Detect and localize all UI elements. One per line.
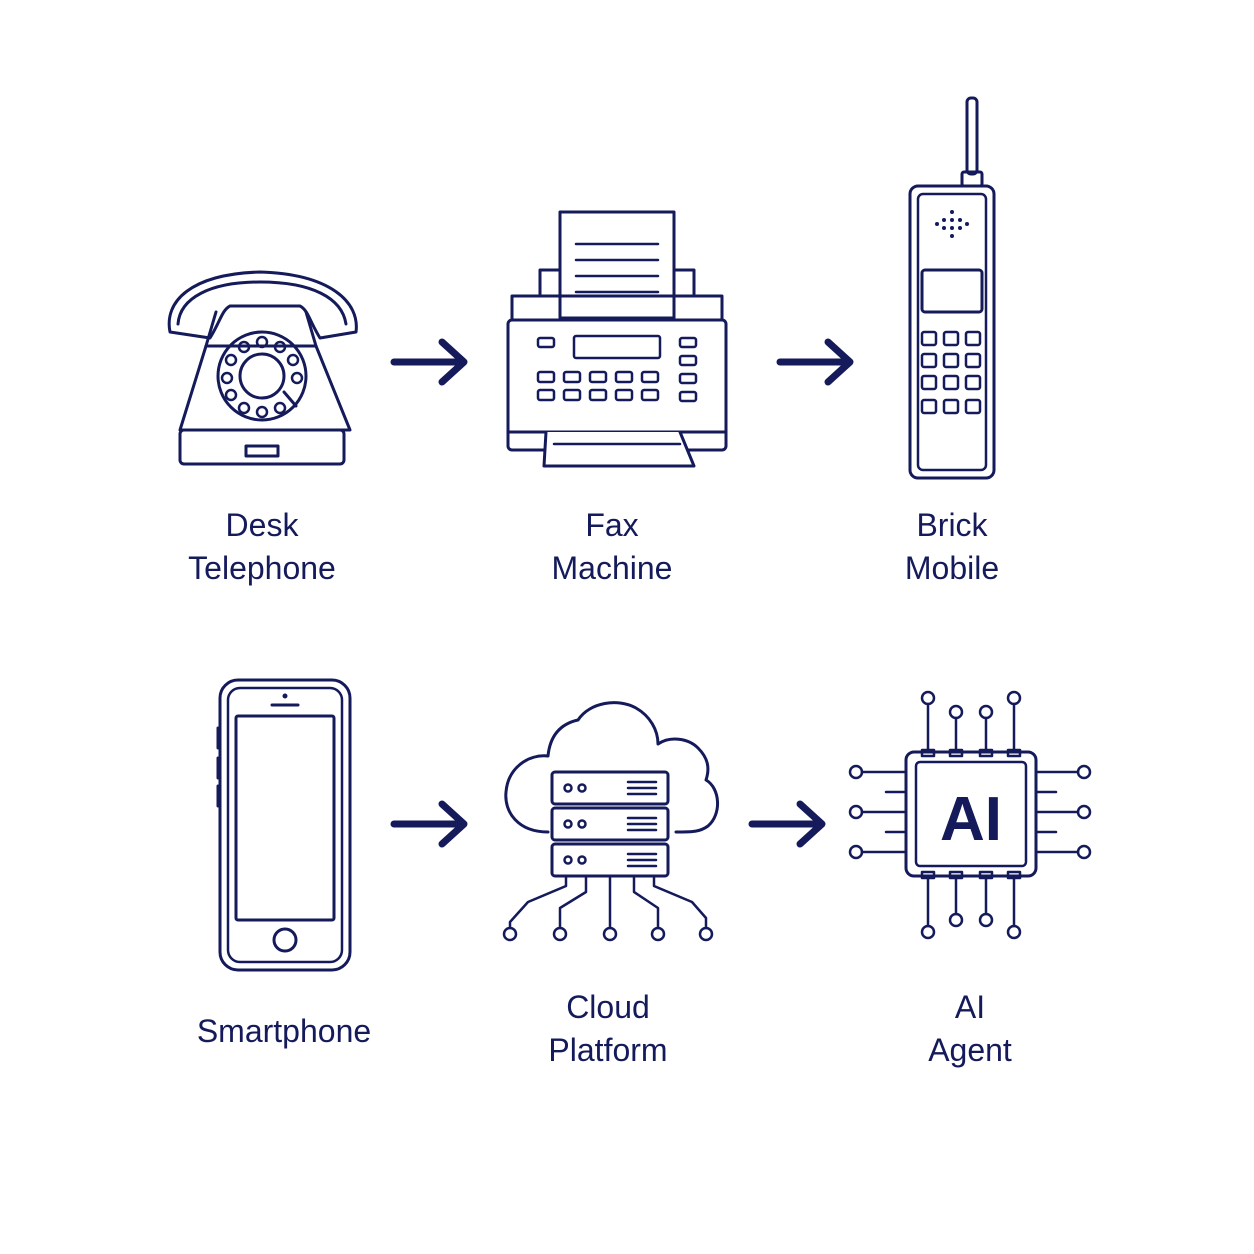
arrow-right-icon (776, 338, 854, 386)
chip-label: AI (940, 785, 1002, 854)
arrow-right-icon (748, 800, 826, 848)
arrow-right-icon (390, 338, 468, 386)
stage-label-cloud-platform: Cloud Platform (548, 989, 668, 1068)
rotary-telephone-icon (167, 270, 358, 466)
fax-machine-icon (506, 210, 728, 468)
arrow-right-icon (390, 800, 468, 848)
brick-mobile-phone-icon (908, 96, 996, 480)
stage-label-brick-mobile: Brick Mobile (904, 507, 1000, 586)
stage-label-desk-telephone: Desk Telephone (188, 507, 336, 586)
stage-label-fax-machine: Fax Machine (551, 507, 673, 586)
smartphone-icon (216, 678, 352, 972)
stage-label-smartphone: Smartphone (196, 1013, 372, 1049)
ai-chip-icon: AI (848, 690, 1092, 940)
stage-label-ai-agent: AI Agent (928, 989, 1012, 1068)
cloud-server-icon (502, 701, 719, 942)
